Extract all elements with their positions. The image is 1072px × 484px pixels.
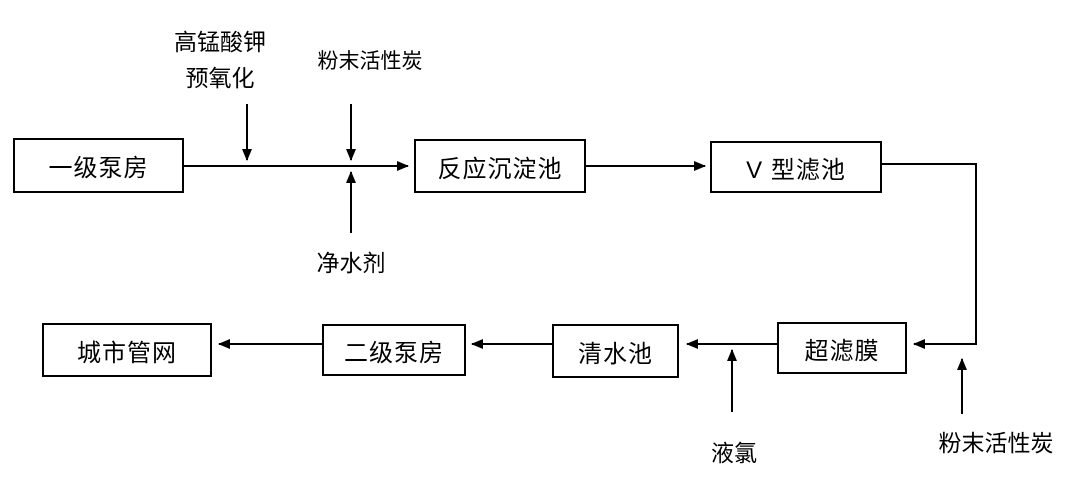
label-line-1: 高锰酸钾 (174, 29, 266, 55)
node-ultrafiltration-membrane: 超滤膜 (777, 322, 907, 374)
label-line-2: 预氧化 (185, 65, 255, 91)
node-primary-pump-house: 一级泵房 (13, 138, 184, 193)
node-reaction-sedimentation-tank: 反应沉淀池 (414, 139, 586, 193)
arrow-vfilter-to-ultrafiltration (882, 163, 977, 349)
label-powdered-activated-carbon-right: 粉末活性炭 (938, 430, 1054, 456)
node-v-type-filter: V 型滤池 (710, 141, 882, 193)
node-secondary-pump-house: 二级泵房 (322, 324, 466, 376)
label-potassium-permanganate-preoxidation: 高锰酸钾 预氧化 (150, 24, 290, 96)
node-clear-water-tank: 清水池 (552, 324, 679, 378)
label-water-purifying-agent: 净水剂 (316, 250, 386, 276)
label-liquid-chlorine: 液氯 (711, 440, 757, 466)
label-powdered-activated-carbon-top: 粉末活性炭 (317, 50, 423, 73)
node-city-pipe-network: 城市管网 (42, 323, 212, 377)
